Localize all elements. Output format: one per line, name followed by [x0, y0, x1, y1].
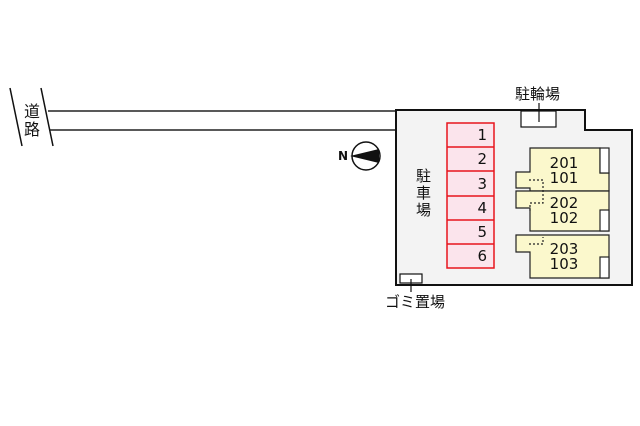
unit-upper: 203: [549, 240, 579, 258]
parking-slot-4: 4: [477, 199, 487, 217]
parking-label: 駐車場: [414, 168, 432, 219]
unit-lower: 101: [549, 169, 579, 187]
garbage-label: ゴミ置場: [385, 293, 446, 311]
unit-label-201-101: 201 101: [534, 156, 594, 186]
apartment-building: [515, 147, 610, 279]
parking-slot-5: 5: [477, 223, 487, 241]
compass-north-label: N: [338, 149, 349, 163]
parking-slot-3: 3: [477, 175, 487, 193]
road: [9, 87, 396, 147]
unit-label-203-103: 203 103: [534, 242, 594, 272]
parking-slot-6: 6: [477, 247, 487, 265]
unit-label-202-102: 202 102: [534, 196, 594, 226]
unit-lower: 102: [549, 209, 579, 227]
parking-slots: [446, 122, 495, 269]
parking-slot-2: 2: [477, 150, 487, 168]
bicycle-parking-label: 駐輪場: [515, 85, 561, 103]
unit-upper: 202: [549, 194, 579, 212]
compass-icon: [350, 141, 381, 171]
parking-slot-1: 1: [477, 126, 487, 144]
unit-upper: 201: [549, 154, 579, 172]
unit-lower: 103: [549, 255, 579, 273]
road-label: 道路: [21, 103, 40, 139]
